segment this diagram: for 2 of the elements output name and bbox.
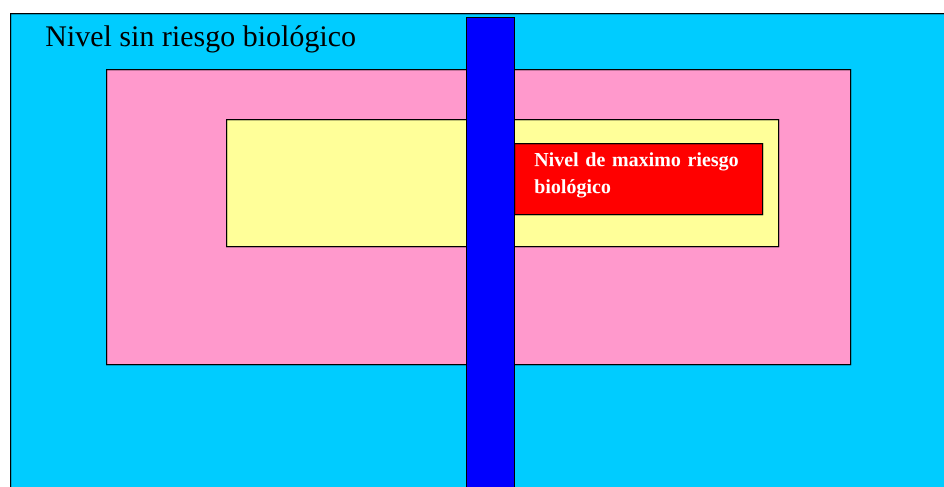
zone-box: Nivel de maximo riesgo biológico bbox=[514, 143, 764, 216]
barrier-bar bbox=[466, 17, 515, 487]
